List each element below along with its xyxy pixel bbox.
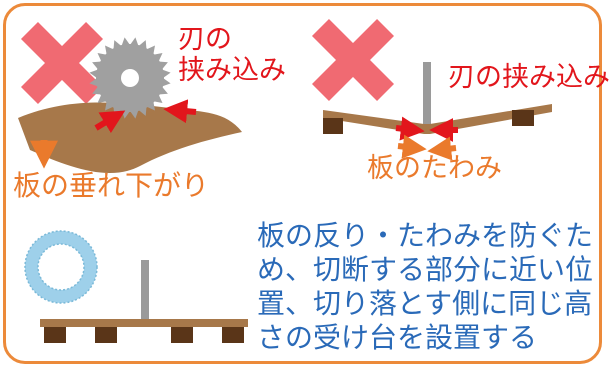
correct-example xyxy=(24,230,248,343)
force-arrow-icon xyxy=(94,110,126,134)
force-arrow-icon xyxy=(395,116,425,141)
support-block xyxy=(171,327,193,343)
label-board-bend: 板のたわみ xyxy=(367,153,502,184)
support-block xyxy=(44,327,66,343)
cross-mark-icon xyxy=(20,21,104,105)
label-blade-pinch-right: 刃の挟み込み xyxy=(448,62,609,93)
support-block xyxy=(95,327,117,343)
wrong-example-bend xyxy=(311,18,552,161)
note-line: さの受け台を設置する xyxy=(257,321,538,355)
blade xyxy=(423,62,431,128)
force-arrow-icon xyxy=(163,99,197,124)
board xyxy=(40,319,248,327)
label-line: 挟み込み xyxy=(178,55,286,87)
support-block xyxy=(323,118,343,134)
note-line: 板の反り・たわみを防ぐた xyxy=(257,219,594,252)
bent-board xyxy=(323,104,552,134)
note-line: 置、切り落とす側に同じ高 xyxy=(257,287,593,321)
force-arrow-icon xyxy=(397,134,427,159)
circular-blade-icon xyxy=(24,230,98,304)
sagging-board xyxy=(18,102,242,174)
note-line: め、切断する部分に近い位 xyxy=(257,253,594,287)
instruction-note: 板の反り・たわみを防ぐた め、切断する部分に近い位 置、切り落とす側に同じ高 さ… xyxy=(257,219,593,356)
wrong-example-sag xyxy=(18,21,242,174)
force-arrow-icon xyxy=(427,136,457,161)
label-board-sag: 板の垂れ下がり xyxy=(13,169,210,202)
cross-mark-icon xyxy=(311,18,395,102)
blade xyxy=(141,260,149,324)
saw-blade-icon xyxy=(89,37,171,119)
support-block xyxy=(222,327,244,343)
support-block xyxy=(512,110,534,126)
label-blade-pinch: 刃の 挟み込み xyxy=(178,24,286,86)
label-line: 刃の xyxy=(178,24,232,55)
